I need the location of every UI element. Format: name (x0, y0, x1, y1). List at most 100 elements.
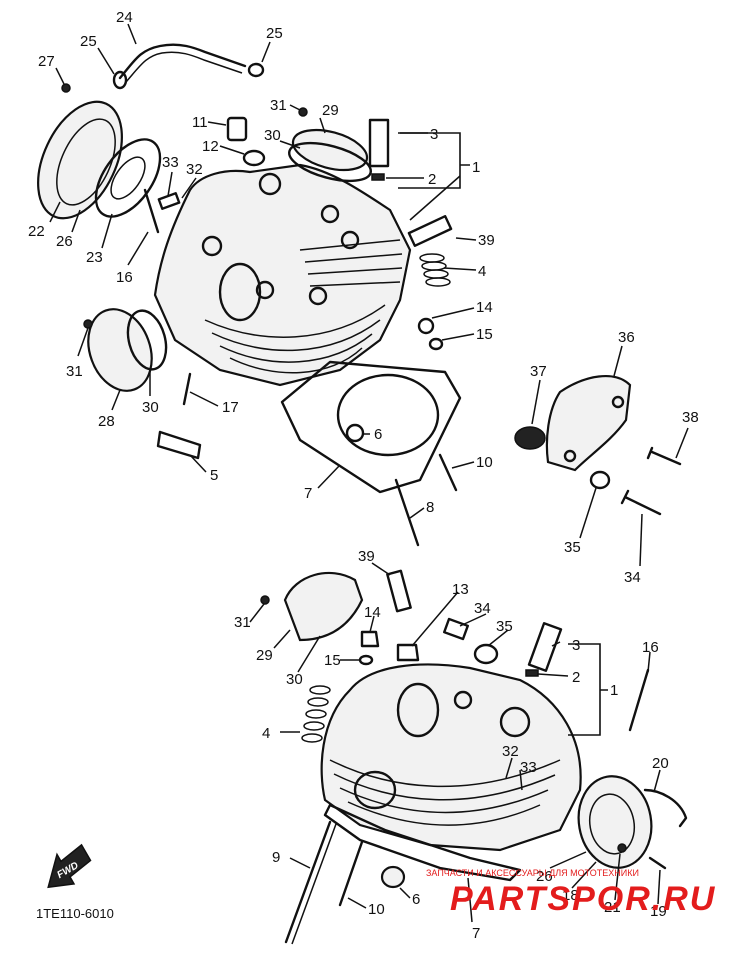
stud-10-upper (438, 453, 458, 492)
bolt-31-left (83, 319, 93, 329)
callout-5: 5 (210, 467, 218, 484)
callout-14-upper: 14 (476, 299, 493, 316)
callout-21: 21 (604, 899, 621, 916)
bolt-16-shaft (143, 188, 160, 234)
valve-guide-upper (368, 118, 390, 168)
breather-gasket (94, 138, 162, 218)
callout-31-left: 31 (66, 363, 83, 380)
callout-10-lower: 10 (368, 901, 385, 918)
callout-2-upper: 2 (428, 171, 436, 188)
callout-4-lower: 4 (262, 725, 270, 742)
callout-28: 28 (98, 413, 115, 430)
callout-39-upper: 39 (478, 232, 495, 249)
callout-38: 38 (682, 409, 699, 426)
callout-30-left: 30 (142, 399, 159, 416)
bolt-38 (646, 446, 682, 466)
cylinder-head-upper (153, 163, 412, 387)
dowel-6-lower (380, 865, 406, 889)
stud-8 (394, 478, 420, 547)
watermark-brand: PARTSPOR.RU (450, 880, 716, 918)
hose-clamp-right (247, 62, 265, 78)
bracket-hole-2 (563, 449, 577, 463)
washer-15-upper (428, 337, 444, 351)
plug-13 (396, 643, 420, 662)
head-boss-4 (201, 235, 223, 257)
callout-9: 9 (272, 849, 280, 866)
intake-port-lower (396, 682, 440, 738)
stud-10-lower (338, 840, 364, 907)
callout-7-lower: 7 (472, 925, 480, 942)
valve-guide-lower (527, 622, 563, 672)
callout-6-upper: 6 (374, 426, 382, 443)
callout-34-lower: 34 (474, 600, 491, 617)
breather-cover (37, 100, 123, 220)
callout-20: 20 (652, 755, 669, 772)
callout-6-lower: 6 (412, 891, 420, 908)
nut-14-lower (360, 630, 380, 648)
callout-15-upper: 15 (476, 326, 493, 343)
callout-29-lower: 29 (256, 647, 273, 664)
callout-19: 19 (650, 903, 667, 920)
lower-boss-2 (453, 690, 473, 710)
callout-10-upper: 10 (476, 454, 493, 471)
callout-11: 11 (192, 114, 208, 131)
spark-plug-lower (386, 569, 412, 613)
callout-26-lower: 26 (536, 868, 553, 885)
callout-1-upper: 1 (472, 159, 480, 176)
callout-31-lower: 31 (234, 614, 251, 631)
callout-35-lower: 35 (496, 618, 513, 635)
hose-clamp-left (112, 70, 128, 90)
head-cover-lower (283, 571, 364, 642)
callout-35-upper: 35 (564, 539, 581, 556)
breather-cover-inner (56, 118, 116, 206)
side-cover (87, 308, 153, 392)
head-gasket-lower (323, 803, 522, 882)
callout-36: 36 (618, 329, 635, 346)
callout-1-lower: 1 (610, 682, 618, 699)
breather-cover-right (577, 775, 653, 869)
callout-16-upper: 16 (116, 269, 133, 286)
callout-12: 12 (202, 138, 219, 155)
callout-24: 24 (116, 9, 133, 26)
washer-35-upper (589, 470, 611, 490)
callout-4-upper: 4 (478, 263, 486, 280)
head-boss-3 (340, 230, 360, 250)
callout-7-upper: 7 (304, 485, 312, 502)
bolt-34-upper (620, 489, 662, 516)
exhaust-port-lower (353, 770, 397, 810)
callout-25-left: 25 (80, 33, 97, 50)
callout-13: 13 (452, 581, 469, 598)
guide-clip-upper (371, 173, 385, 181)
callout-3-lower: 3 (572, 637, 580, 654)
guide-clip-lower (525, 669, 539, 677)
bolt-19 (648, 856, 667, 870)
callout-labels: 24 25 25 27 31 29 3 11 30 12 2 1 33 32 2… (28, 9, 699, 942)
diagram-code: 1TE110-6010 (36, 906, 114, 921)
leader-lines (49, 23, 689, 923)
bolt-21 (617, 843, 627, 853)
head-boss-2 (320, 204, 340, 224)
callout-26-upper: 26 (56, 233, 73, 250)
head-boss-6 (308, 286, 328, 306)
callout-17: 17 (222, 399, 239, 416)
callout-2-lower: 2 (572, 669, 580, 686)
spring-4-upper (419, 253, 451, 287)
spark-plug-upper (407, 215, 453, 247)
bolt-27 (61, 83, 71, 93)
head-gasket-upper (280, 360, 462, 494)
callout-31-top: 31 (270, 97, 287, 114)
watermark-tagline: ЗАПЧАСТИ И АКСЕССУАРЫ ДЛЯ МОТОТЕХНИКИ (426, 868, 639, 878)
nut-14-upper (417, 317, 435, 335)
spring-4-lower (301, 685, 331, 743)
washer-12 (242, 149, 266, 167)
stud-9-inner (291, 823, 337, 945)
callout-39-lower: 39 (358, 548, 375, 565)
callout-22: 22 (28, 223, 45, 240)
washer-35-lower (473, 643, 499, 665)
callout-8: 8 (426, 499, 434, 516)
assembly-bracket-lower (568, 643, 608, 736)
callout-23: 23 (86, 249, 103, 266)
plug-11 (226, 116, 248, 142)
